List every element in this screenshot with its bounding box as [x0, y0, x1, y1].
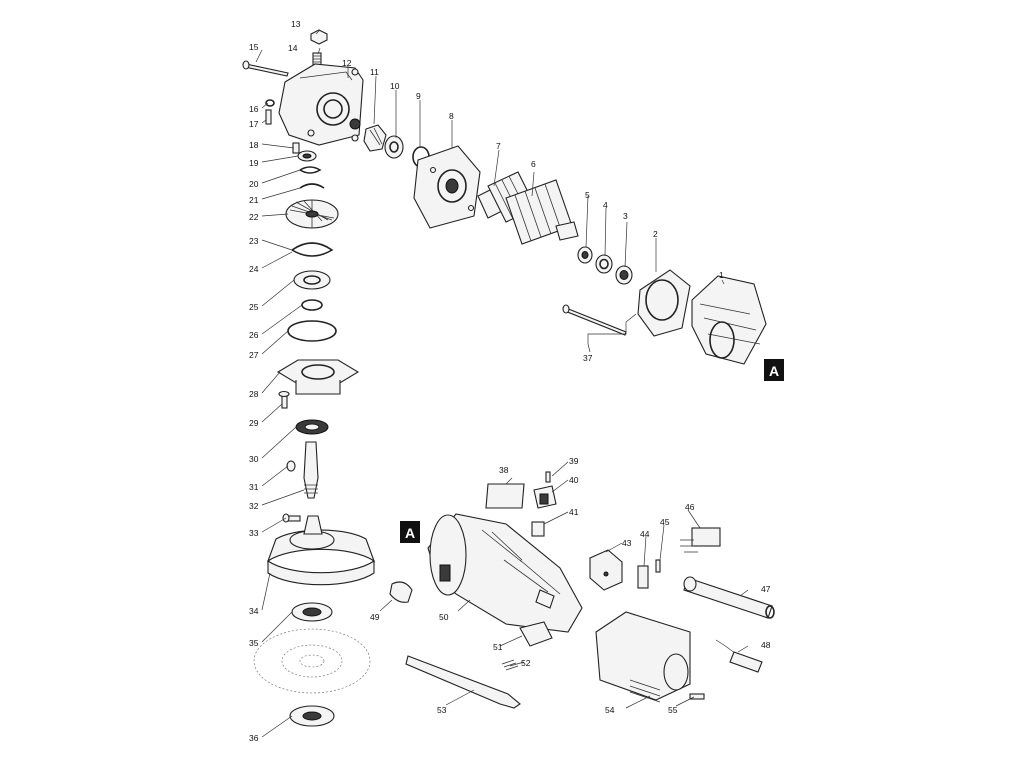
part-label-6: 6: [531, 159, 536, 169]
part-label-33: 33: [249, 528, 259, 538]
part-label-36: 36: [249, 733, 259, 743]
part-label-37: 37: [583, 353, 593, 363]
part-label-4: 4: [603, 200, 608, 210]
part-label-51: 51: [493, 642, 503, 652]
part-label-5: 5: [585, 190, 590, 200]
part-label-46: 46: [685, 502, 695, 512]
part-label-14: 14: [288, 43, 298, 53]
part-label-41: 41: [569, 507, 579, 517]
reference-marker-a-upper: A: [764, 359, 784, 381]
part-label-22: 22: [249, 212, 259, 222]
part-label-34: 34: [249, 606, 259, 616]
part-label-20: 20: [249, 179, 259, 189]
part-label-10: 10: [390, 81, 400, 91]
part-label-2: 2: [653, 229, 658, 239]
part-label-7: 7: [496, 141, 501, 151]
part-number-labels: 13 14 15 12 11 10 9 8 7 6 5 4 3 2 1 16 1…: [249, 19, 771, 743]
part-label-40: 40: [569, 475, 579, 485]
part-label-54: 54: [605, 705, 615, 715]
part-label-53: 53: [437, 705, 447, 715]
part-label-47: 47: [761, 584, 771, 594]
part-label-52: 52: [521, 658, 531, 668]
part-label-19: 19: [249, 158, 259, 168]
part-label-1: 1: [719, 270, 724, 280]
part-label-24: 24: [249, 264, 259, 274]
part-label-13: 13: [291, 19, 301, 29]
part-label-11: 11: [370, 67, 379, 77]
part-label-8: 8: [449, 111, 454, 121]
part-label-55: 55: [668, 705, 678, 715]
part-label-44: 44: [640, 529, 650, 539]
part-label-21: 21: [249, 195, 259, 205]
part-label-15: 15: [249, 42, 259, 52]
part-label-9: 9: [416, 91, 421, 101]
part-label-39: 39: [569, 456, 579, 466]
part-label-3: 3: [623, 211, 628, 221]
part-label-45: 45: [660, 517, 670, 527]
part-label-23: 23: [249, 236, 259, 246]
part-label-32: 32: [249, 501, 259, 511]
part-label-16: 16: [249, 104, 259, 114]
part-label-35: 35: [249, 638, 259, 648]
part-label-29: 29: [249, 418, 259, 428]
part-label-26: 26: [249, 330, 259, 340]
part-label-43: 43: [622, 538, 632, 548]
part-label-12: 12: [342, 58, 352, 68]
part-label-25: 25: [249, 302, 259, 312]
part-label-18: 18: [249, 140, 259, 150]
part-label-31: 31: [249, 482, 259, 492]
part-label-30: 30: [249, 454, 259, 464]
part-label-27: 27: [249, 350, 259, 360]
svg-text:A: A: [405, 525, 415, 541]
part-label-17: 17: [249, 119, 259, 129]
part-label-50: 50: [439, 612, 449, 622]
part-label-48: 48: [761, 640, 771, 650]
part-label-28: 28: [249, 389, 259, 399]
reference-marker-a-lower: A: [400, 521, 420, 543]
part-drawings: [242, 29, 775, 738]
svg-text:A: A: [769, 363, 779, 379]
part-label-49: 49: [370, 612, 380, 622]
part-label-38: 38: [499, 465, 509, 475]
